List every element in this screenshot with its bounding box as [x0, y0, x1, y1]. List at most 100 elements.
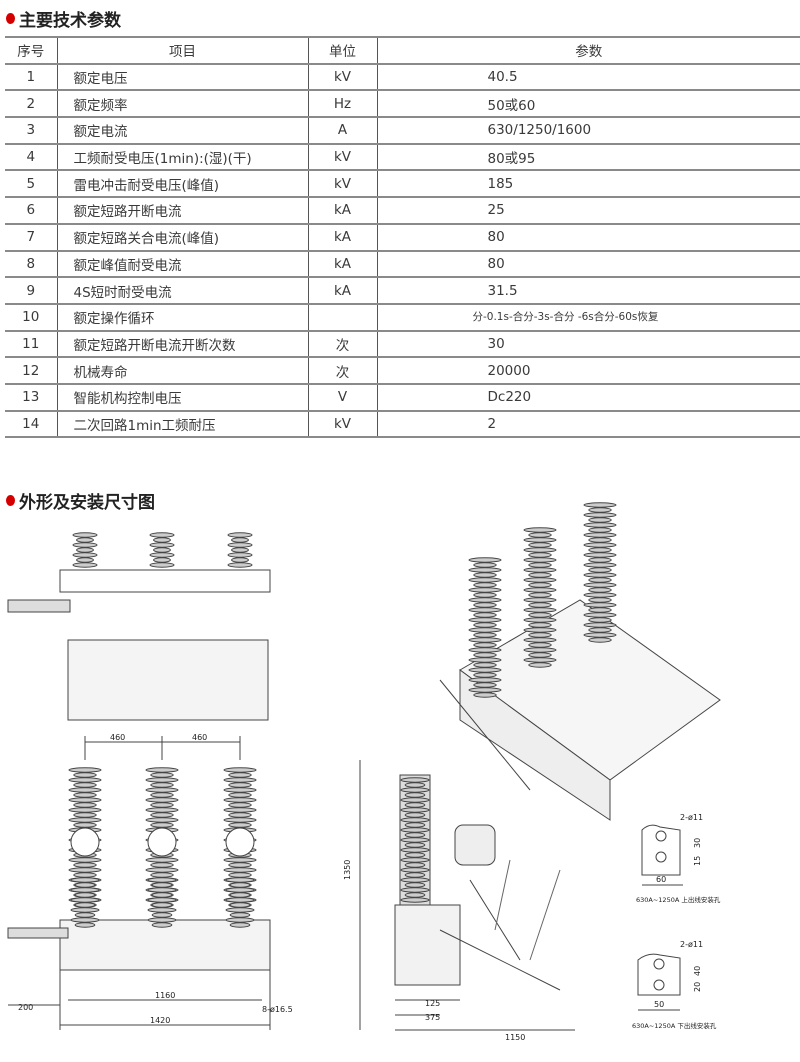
- bullet-icon: [6, 13, 15, 24]
- row-unit: 次: [308, 357, 378, 385]
- table-header: 序号 项目 单位 参数: [5, 36, 800, 65]
- contact-ring-icon: [225, 827, 255, 857]
- section-title-dimensions: 外形及安装尺寸图: [6, 488, 155, 513]
- bottom-dim-20: 20: [693, 982, 702, 992]
- row-unit: kV: [308, 410, 378, 439]
- bottom-dim-40: 40: [693, 966, 702, 976]
- row-index: 3: [5, 117, 58, 145]
- row-value: 80: [377, 223, 800, 252]
- insulator-icon: [147, 877, 177, 928]
- bottom-dim-50: 50: [654, 1000, 664, 1009]
- row-value: 185: [377, 170, 800, 199]
- row-item: 机械寿命: [57, 357, 309, 385]
- dim-1160: 1160: [155, 991, 175, 1000]
- row-item: 雷电冲击耐受电压(峰值): [57, 170, 309, 199]
- row-value: 80或95: [377, 143, 800, 172]
- dim-460-right: 460: [192, 733, 207, 742]
- row-unit: kV: [308, 63, 378, 92]
- insulator-icon: [70, 877, 100, 928]
- hole-detail-bottom: [637, 953, 681, 1011]
- row-unit: V: [308, 383, 378, 412]
- front-view-top: [7, 569, 271, 721]
- row-item: 额定短路开断电流开断次数: [57, 330, 309, 359]
- dim-125: 125: [425, 999, 440, 1008]
- row-index: 4: [5, 143, 58, 172]
- row-index: 13: [5, 383, 58, 412]
- insulator-icon: [149, 532, 175, 568]
- dim-1350: 1350: [343, 860, 352, 880]
- bottom-hole-label: 2-ø11: [680, 940, 703, 949]
- insulator-icon: [72, 532, 98, 568]
- dim-375: 375: [425, 1013, 440, 1022]
- row-item: 额定电压: [57, 63, 309, 92]
- row-value: 80: [377, 250, 800, 279]
- row-unit: kA: [308, 250, 378, 279]
- row-value: 630/1250/1600: [377, 117, 800, 145]
- row-item: 额定操作循环: [57, 303, 309, 332]
- row-unit: kA: [308, 223, 378, 252]
- row-unit: Hz: [308, 90, 378, 119]
- row-unit: kA: [308, 277, 378, 305]
- row-unit: kA: [308, 197, 378, 225]
- top-dim-60: 60: [656, 875, 666, 884]
- dim-hole: 8-ø16.5: [262, 1005, 293, 1014]
- row-index: 5: [5, 170, 58, 199]
- side-view: [359, 760, 575, 1031]
- bullet-icon: [6, 495, 15, 506]
- row-value: 31.5: [377, 277, 800, 305]
- row-unit: 次: [308, 330, 378, 359]
- row-item: 额定频率: [57, 90, 309, 119]
- insulator-icon: [468, 557, 502, 698]
- row-value: 20000: [377, 357, 800, 385]
- row-item: 额定电流: [57, 117, 309, 145]
- contact-ring-icon: [147, 827, 177, 857]
- row-index: 6: [5, 197, 58, 225]
- header-unit: 单位: [308, 36, 378, 65]
- row-value: 2: [377, 410, 800, 439]
- row-item: 额定峰值耐受电流: [57, 250, 309, 279]
- header-item: 项目: [57, 36, 309, 65]
- row-index: 14: [5, 410, 58, 439]
- row-item: 额定短路关合电流(峰值): [57, 223, 309, 252]
- row-value: 25: [377, 197, 800, 225]
- row-value: Dc220: [377, 383, 800, 412]
- row-item: 智能机构控制电压: [57, 383, 309, 412]
- section-title-specs: 主要技术参数: [6, 6, 121, 31]
- insulator-icon: [523, 527, 557, 668]
- row-value: 40.5: [377, 63, 800, 92]
- top-caption: 630A~1250A 上出线安装孔: [636, 895, 721, 904]
- bottom-caption: 630A~1250A 下出线安装孔: [632, 1021, 717, 1030]
- row-value: 30: [377, 330, 800, 359]
- row-index: 2: [5, 90, 58, 119]
- row-index: 8: [5, 250, 58, 279]
- insulator-icon: [227, 532, 253, 568]
- hole-detail-top: [641, 824, 683, 886]
- dim-1150: 1150: [505, 1033, 525, 1042]
- insulator-icon: [400, 777, 430, 903]
- row-unit: kV: [308, 143, 378, 172]
- isometric-view: [439, 599, 721, 821]
- dim-200: 200: [18, 1003, 33, 1012]
- dim-1420: 1420: [150, 1016, 170, 1025]
- row-item: 额定短路开断电流: [57, 197, 309, 225]
- row-item: 二次回路1min工频耐压: [57, 410, 309, 439]
- row-index: 1: [5, 63, 58, 92]
- top-dim-30: 30: [693, 838, 702, 848]
- top-dim-15: 15: [693, 856, 702, 866]
